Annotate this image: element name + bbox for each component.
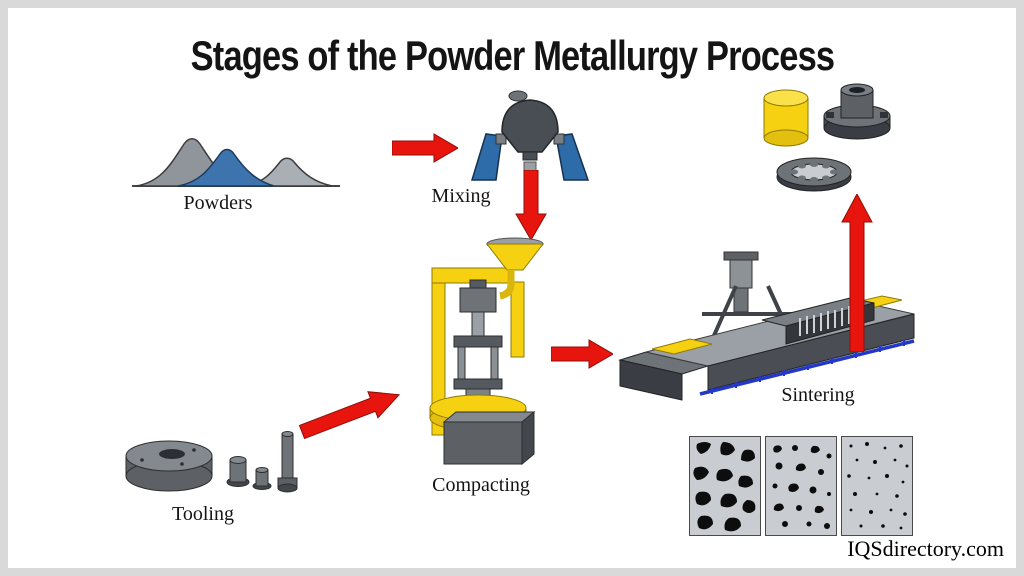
label-compacting: Compacting (432, 474, 530, 496)
microstructure-panel-2 (765, 436, 837, 536)
arrow-compacting-to-sintering (551, 339, 613, 369)
label-mixing: Mixing (431, 185, 491, 207)
double-cone-mixer-illustration (460, 88, 600, 186)
page-title-text: Stages of the Powder Metallurgy Process (190, 32, 834, 79)
watermark: IQSdirectory.com (847, 536, 1004, 561)
page-title: Stages of the Powder Metallurgy Process (8, 32, 1016, 80)
compacting-press-illustration (410, 236, 560, 468)
arrow-tooling-to-compacting (298, 391, 401, 440)
powder-piles-illustration (126, 116, 346, 194)
arrow-mixing-to-compacting (515, 170, 547, 240)
arrow-sintering-to-parts (841, 194, 873, 352)
finished-parts-illustration (754, 76, 902, 194)
microstructure-panel-3 (841, 436, 913, 536)
tooling-die-and-punches-illustration (120, 420, 310, 508)
label-tooling: Tooling (172, 503, 234, 525)
microstructure-panel-1 (689, 436, 761, 536)
label-sintering: Sintering (781, 384, 855, 406)
arrow-powders-to-mixing (392, 133, 458, 163)
label-powders: Powders (183, 192, 253, 214)
